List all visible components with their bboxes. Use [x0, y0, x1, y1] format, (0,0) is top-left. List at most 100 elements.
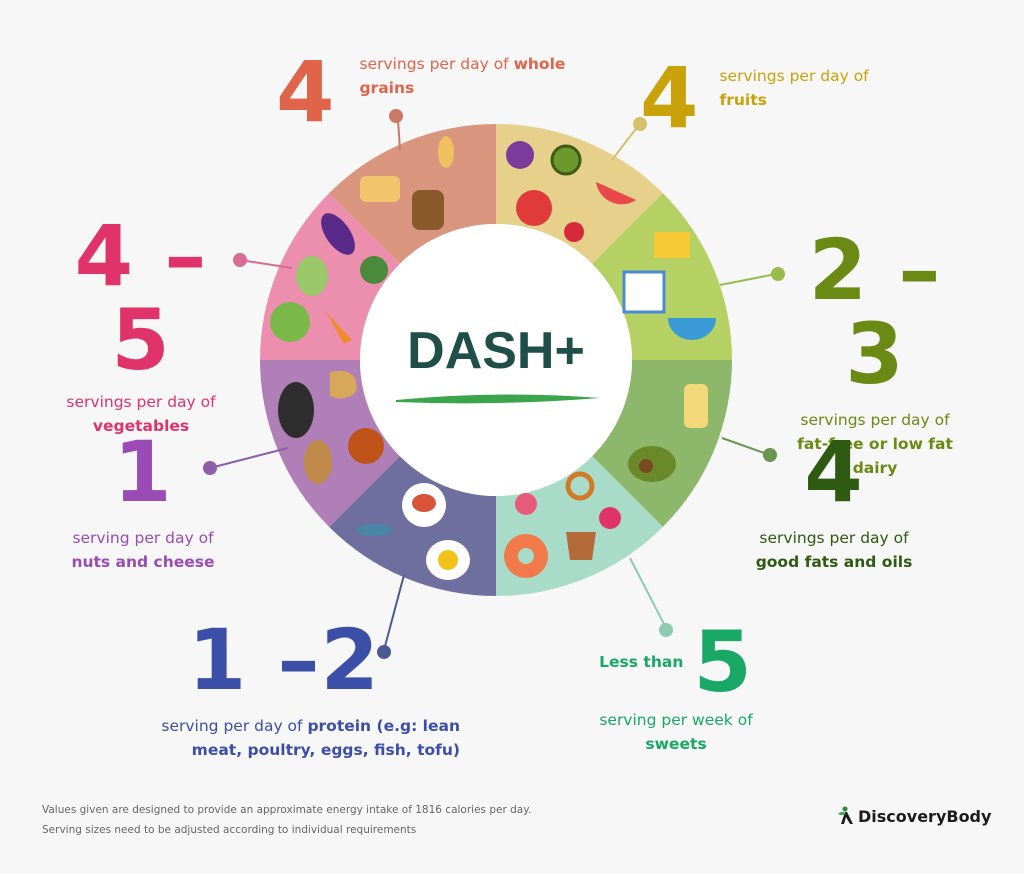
fruits-number: 4: [640, 49, 700, 147]
apple-icon: [516, 190, 552, 226]
grapes-icon: [506, 141, 534, 169]
steak-icon: [412, 494, 436, 512]
candy-icon: [599, 507, 621, 529]
dairy-bold2: dairy: [852, 459, 898, 477]
eggplant-icon: [321, 213, 355, 255]
grains-icons: [360, 136, 454, 230]
connector-fats: [721, 437, 771, 456]
kiwi-icon: [550, 144, 582, 176]
connector-veg: [239, 259, 293, 269]
grains-pre: servings per day of: [359, 55, 514, 73]
dairy-pre: servings per day of: [800, 411, 950, 429]
connector-nuts: [209, 447, 289, 469]
dot-protein: [377, 645, 391, 659]
dot-nuts: [203, 461, 217, 475]
lettuce-icon: [270, 302, 310, 342]
nuts-bold: nuts and cheese: [71, 553, 215, 571]
callout-protein: 1 –2 serving per day of protein (e.g: le…: [140, 618, 460, 762]
dot-dairy: [771, 267, 785, 281]
veg-number: 4 – 5: [74, 207, 208, 389]
person-leaf-icon: [838, 806, 853, 824]
callout-grains: 4 servings per day of whole grains: [276, 50, 565, 134]
connector-dairy: [719, 273, 777, 286]
veg-bold: vegetables: [92, 417, 190, 435]
fruits-icons: [506, 141, 636, 242]
cheese-icon: [654, 232, 690, 258]
dairy-icons: [622, 232, 716, 340]
bread-icon: [360, 176, 400, 202]
protein-bold: protein (e.g: lean: [307, 717, 460, 735]
sunflower-seed-icon: [278, 382, 314, 438]
sweets-icons: [504, 471, 621, 578]
grains-text: servings per day of whole: [359, 52, 565, 76]
fats-number: 4: [804, 423, 864, 521]
carrot-icon: [326, 312, 352, 344]
callout-veg: 4 – 5 servings per day of vegetables: [52, 214, 230, 438]
callout-fats: 4 servings per day of good fats and oils: [752, 430, 916, 574]
connector-fruits: [611, 125, 639, 161]
footnote: Values given are designed to provide an …: [42, 800, 531, 840]
nuts-number: 1: [113, 423, 173, 521]
dot-sweets: [659, 623, 673, 637]
sweets-number: 5: [693, 613, 753, 711]
callout-nuts: 1 serving per day of nuts and cheese: [60, 430, 226, 574]
veg-pre: servings per day of: [66, 393, 216, 411]
nuts-pre: serving per day of: [72, 529, 214, 547]
connector-protein: [383, 574, 405, 651]
donut-hole: [518, 548, 534, 564]
wheel-center: [360, 224, 632, 496]
watermelon-icon: [596, 182, 636, 205]
oil-bottle-icon: [684, 384, 708, 428]
segment-fruits: [496, 124, 663, 264]
sweets-pre: serving per week of: [599, 711, 753, 729]
connector-sweets: [629, 557, 667, 629]
protein-number: 1 –2: [187, 611, 380, 709]
grain-sack-icon: [412, 190, 444, 230]
footnote-line2: Serving sizes need to be adjusted accord…: [42, 824, 417, 836]
fats-bold: good fats and oils: [755, 553, 913, 571]
hazelnut-icon: [348, 428, 384, 464]
grains-bold2: grains: [359, 79, 415, 97]
protein-pre: serving per day of: [161, 717, 308, 735]
center-swoosh: [396, 394, 600, 404]
sweets-lead: Less than: [599, 653, 684, 671]
segment-grains: [329, 124, 496, 264]
fats-icons: [628, 384, 708, 482]
milk-carton-icon: [622, 270, 666, 314]
yogurt-bowl-icon: [668, 318, 716, 340]
nuts-icons: [278, 370, 384, 484]
lollipop-icon: [515, 493, 537, 515]
callout-fruits: 4 servings per day of fruits: [640, 56, 869, 140]
cherries-icon: [564, 222, 584, 242]
dot-veg: [233, 253, 247, 267]
fats-pre: servings per day of: [759, 529, 909, 547]
protein-text: serving per day of protein (e.g: lean: [140, 714, 460, 738]
pretzel-icon: [565, 471, 595, 501]
wheat-icon: [438, 136, 454, 168]
connector-grains: [397, 119, 401, 151]
callout-dairy: 2 – 3 servings per day of fat-free or lo…: [790, 228, 960, 480]
dot-fruits: [633, 117, 647, 131]
peanut-icon: [304, 440, 332, 484]
veg-icons: [270, 213, 388, 344]
protein-bold2: meat, poultry, eggs, fish, tofu): [191, 741, 460, 759]
cashew-icon: [330, 370, 357, 399]
protein-icons: [356, 483, 470, 580]
cabbage-icon: [296, 256, 328, 296]
dairy-number: 2 – 3: [808, 221, 942, 403]
fruits-pre: servings per day of: [719, 67, 869, 85]
grains-number: 4: [276, 43, 336, 141]
brand-name: DiscoveryBody: [858, 806, 992, 826]
sweets-bold: sweets: [645, 735, 707, 753]
dot-fats: [763, 448, 777, 462]
fruits-bold: fruits: [719, 91, 767, 109]
dairy-bold: fat-free or low fat: [797, 435, 953, 453]
broccoli-icon: [360, 256, 388, 284]
center-title: DASH+: [407, 322, 585, 380]
grains-bold: whole: [513, 55, 566, 73]
brand-logo: DiscoveryBody: [836, 806, 991, 826]
avocado-pit-icon: [639, 459, 653, 473]
footnote-line1: Values given are designed to provide an …: [42, 804, 532, 816]
egg-yolk: [438, 550, 458, 570]
dot-grains: [389, 109, 403, 123]
